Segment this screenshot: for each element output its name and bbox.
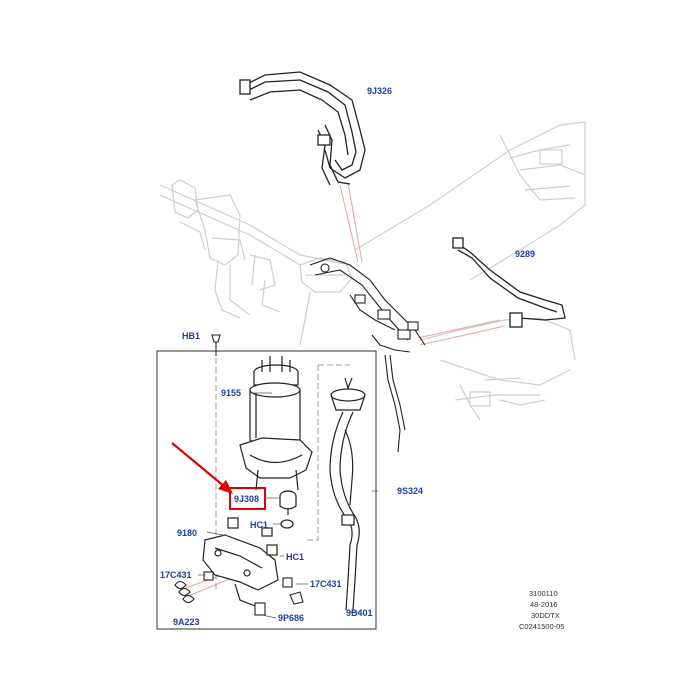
label-hb1: HB1 (182, 331, 200, 341)
ref-code-2: 48-2016 (530, 600, 558, 609)
label-hc1-b: HC1 (286, 552, 304, 562)
background-engine-ghost (159, 121, 586, 421)
bolt-hb1 (211, 334, 221, 356)
ref-code-4: C0241500-05 (519, 622, 564, 631)
clip-parts (203, 571, 304, 616)
harness-middle (309, 257, 426, 453)
label-17c431-left: 17C431 (160, 570, 192, 580)
ref-code-1: 3100110 (529, 589, 558, 598)
fuel-line-9289 (452, 237, 566, 328)
highlight-box (229, 487, 266, 510)
label-9j308: 9J308 (234, 494, 259, 504)
callout-leaders (198, 392, 378, 619)
hose-9j326 (239, 71, 366, 186)
label-17c431-right: 17C431 (310, 579, 342, 589)
hose-9s324 (329, 377, 366, 611)
label-9s324: 9S324 (397, 486, 423, 496)
label-hc1-a: HC1 (250, 520, 268, 530)
label-9289: 9289 (515, 249, 535, 259)
fuel-filter-9155 (249, 356, 301, 449)
label-9p686: 9P686 (278, 613, 304, 623)
filter-clamp (239, 437, 313, 491)
highlight-arrow (171, 442, 233, 494)
guide-dashed-right (306, 364, 350, 541)
bracket-9180 (202, 517, 279, 607)
label-9155: 9155 (221, 388, 241, 398)
leader-lines (179, 182, 506, 597)
label-9a223: 9A223 (173, 617, 200, 627)
detail-box (156, 350, 377, 630)
label-9180: 9180 (177, 528, 197, 538)
label-9b401: 9B401 (346, 608, 373, 618)
label-9j326: 9J326 (367, 86, 392, 96)
part-9j308 (279, 490, 297, 529)
ref-code-3: 30DDTX (531, 611, 560, 620)
spring-9a223 (174, 580, 195, 604)
